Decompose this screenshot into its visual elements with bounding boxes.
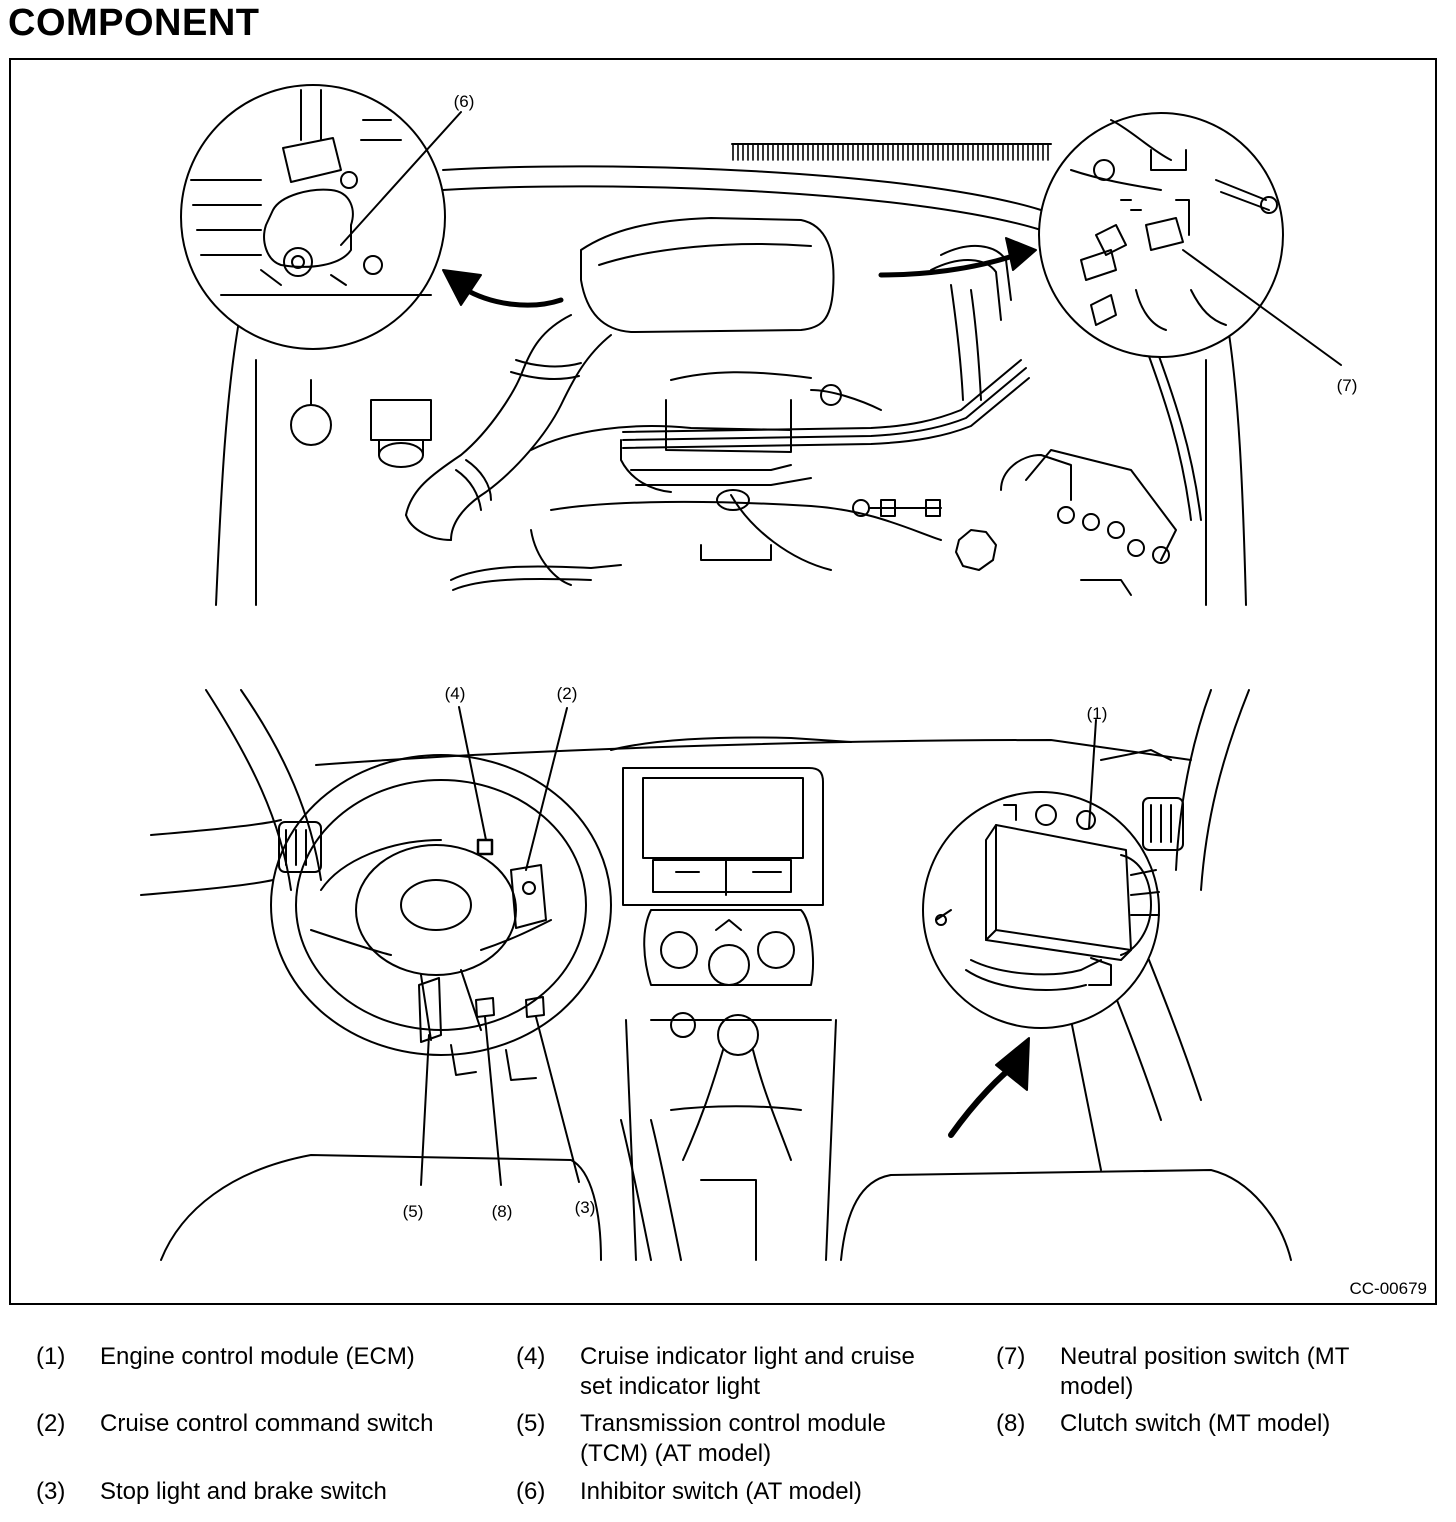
legend-text: Engine control module (ECM) — [100, 1343, 415, 1370]
leader-line-5 — [420, 1034, 430, 1186]
legend-text: Neutral position switch (MT model) — [1060, 1343, 1349, 1400]
leader-line-8 — [484, 1016, 502, 1186]
legend-number: (5) — [516, 1410, 546, 1437]
inset-neutral-position-switch — [1038, 112, 1284, 358]
cowl-grille — [731, 143, 1052, 161]
legend-number: (2) — [36, 1410, 66, 1437]
radiator-cap — [955, 529, 997, 571]
legend-number: (7) — [996, 1343, 1026, 1370]
legend-text: Cruise indicator light and cruise set in… — [580, 1343, 915, 1400]
leader-line-6 — [340, 111, 462, 246]
inset-engine-control-module — [922, 791, 1160, 1029]
callout-2: (2) — [557, 684, 578, 703]
legend-text: Inhibitor switch (AT model) — [580, 1478, 862, 1505]
callout-8: (8) — [492, 1202, 513, 1221]
center-console — [622, 767, 824, 906]
legend-number: (4) — [516, 1343, 546, 1370]
callout-3: (3) — [575, 1198, 596, 1217]
direction-arrow-right — [878, 237, 1037, 278]
legend-number: (6) — [516, 1478, 546, 1505]
leader-line-7 — [1182, 249, 1342, 366]
leader-line-4 — [458, 706, 487, 841]
page-title: COMPONENT — [8, 2, 260, 44]
legend-number: (1) — [36, 1343, 66, 1370]
legend-text: Clutch switch (MT model) — [1060, 1410, 1331, 1437]
callout-5: (5) — [403, 1202, 424, 1221]
leader-line-2 — [525, 707, 568, 871]
legend-text: Cruise control command switch — [100, 1410, 434, 1437]
engine-bay-illustration — [215, 143, 1247, 606]
leader-line-3 — [535, 1016, 580, 1183]
engine-and-cabin-line-drawing: (1) (2) (3) (4) (5) (6) (7) (8) — [140, 84, 1358, 1261]
component-location-figure: (1) (2) (3) (4) (5) (6) (7) (8) CC-00679 — [9, 58, 1437, 1305]
legend-number: (3) — [36, 1478, 66, 1505]
direction-arrow-left — [442, 269, 564, 308]
legend-number: (8) — [996, 1410, 1026, 1437]
legend-text: Stop light and brake switch — [100, 1478, 387, 1505]
direction-arrow-up-right — [948, 1037, 1030, 1138]
inset-inhibitor-switch — [180, 84, 446, 350]
figure-id: CC-00679 — [1349, 1279, 1428, 1298]
callout-6: (6) — [454, 92, 475, 111]
legend-text: Transmission control module (TCM) (AT mo… — [580, 1410, 886, 1467]
air-intake-box — [580, 217, 835, 333]
leader-line-1 — [1088, 719, 1097, 829]
callout-7: (7) — [1337, 376, 1358, 395]
steering-wheel — [270, 754, 612, 1056]
cabin-interior-illustration — [140, 689, 1292, 1261]
callout-4: (4) — [445, 684, 466, 703]
callout-1: (1) — [1087, 704, 1108, 723]
